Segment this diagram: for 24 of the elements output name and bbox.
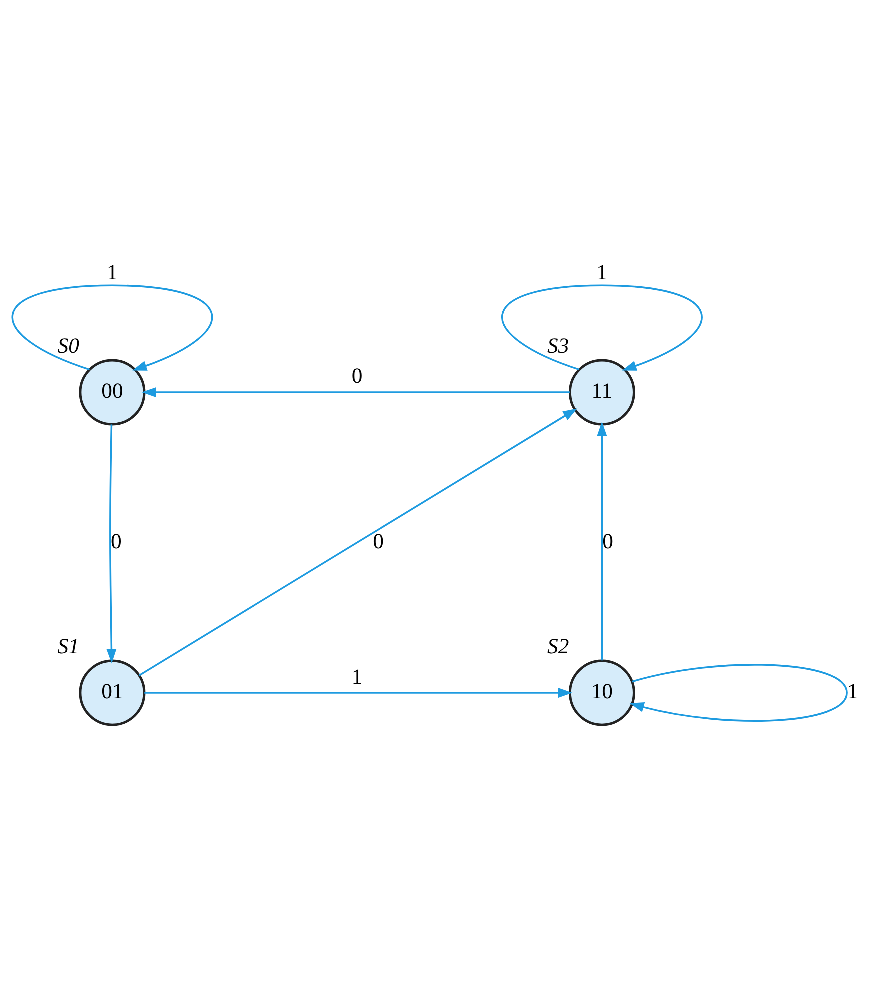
node-label: S1 [58, 634, 80, 658]
arrow [142, 386, 570, 398]
edge-label: 0 [111, 528, 122, 553]
node-circle: 11 [568, 358, 636, 426]
edge-label: 0 [373, 528, 384, 553]
node-circle: 01 [79, 659, 146, 726]
arrow [106, 424, 117, 664]
node-circle: 00 [79, 358, 146, 426]
arrow [144, 687, 573, 698]
node-label: S0 [58, 334, 80, 358]
node-circle: 10 [568, 659, 636, 726]
node-label: S3 [548, 334, 570, 358]
arrow [597, 421, 608, 660]
edge-label: 0 [602, 528, 614, 553]
edge-label: 1 [596, 260, 608, 284]
arrow [138, 408, 578, 676]
arrow [12, 284, 213, 370]
edge-label: 0 [352, 364, 363, 388]
edge-label: 1 [848, 679, 858, 704]
arrow [502, 284, 702, 370]
edge-label: 1 [352, 664, 363, 688]
arrow [630, 664, 848, 722]
node-label: S2 [548, 634, 570, 658]
edge-label: 1 [107, 260, 118, 284]
